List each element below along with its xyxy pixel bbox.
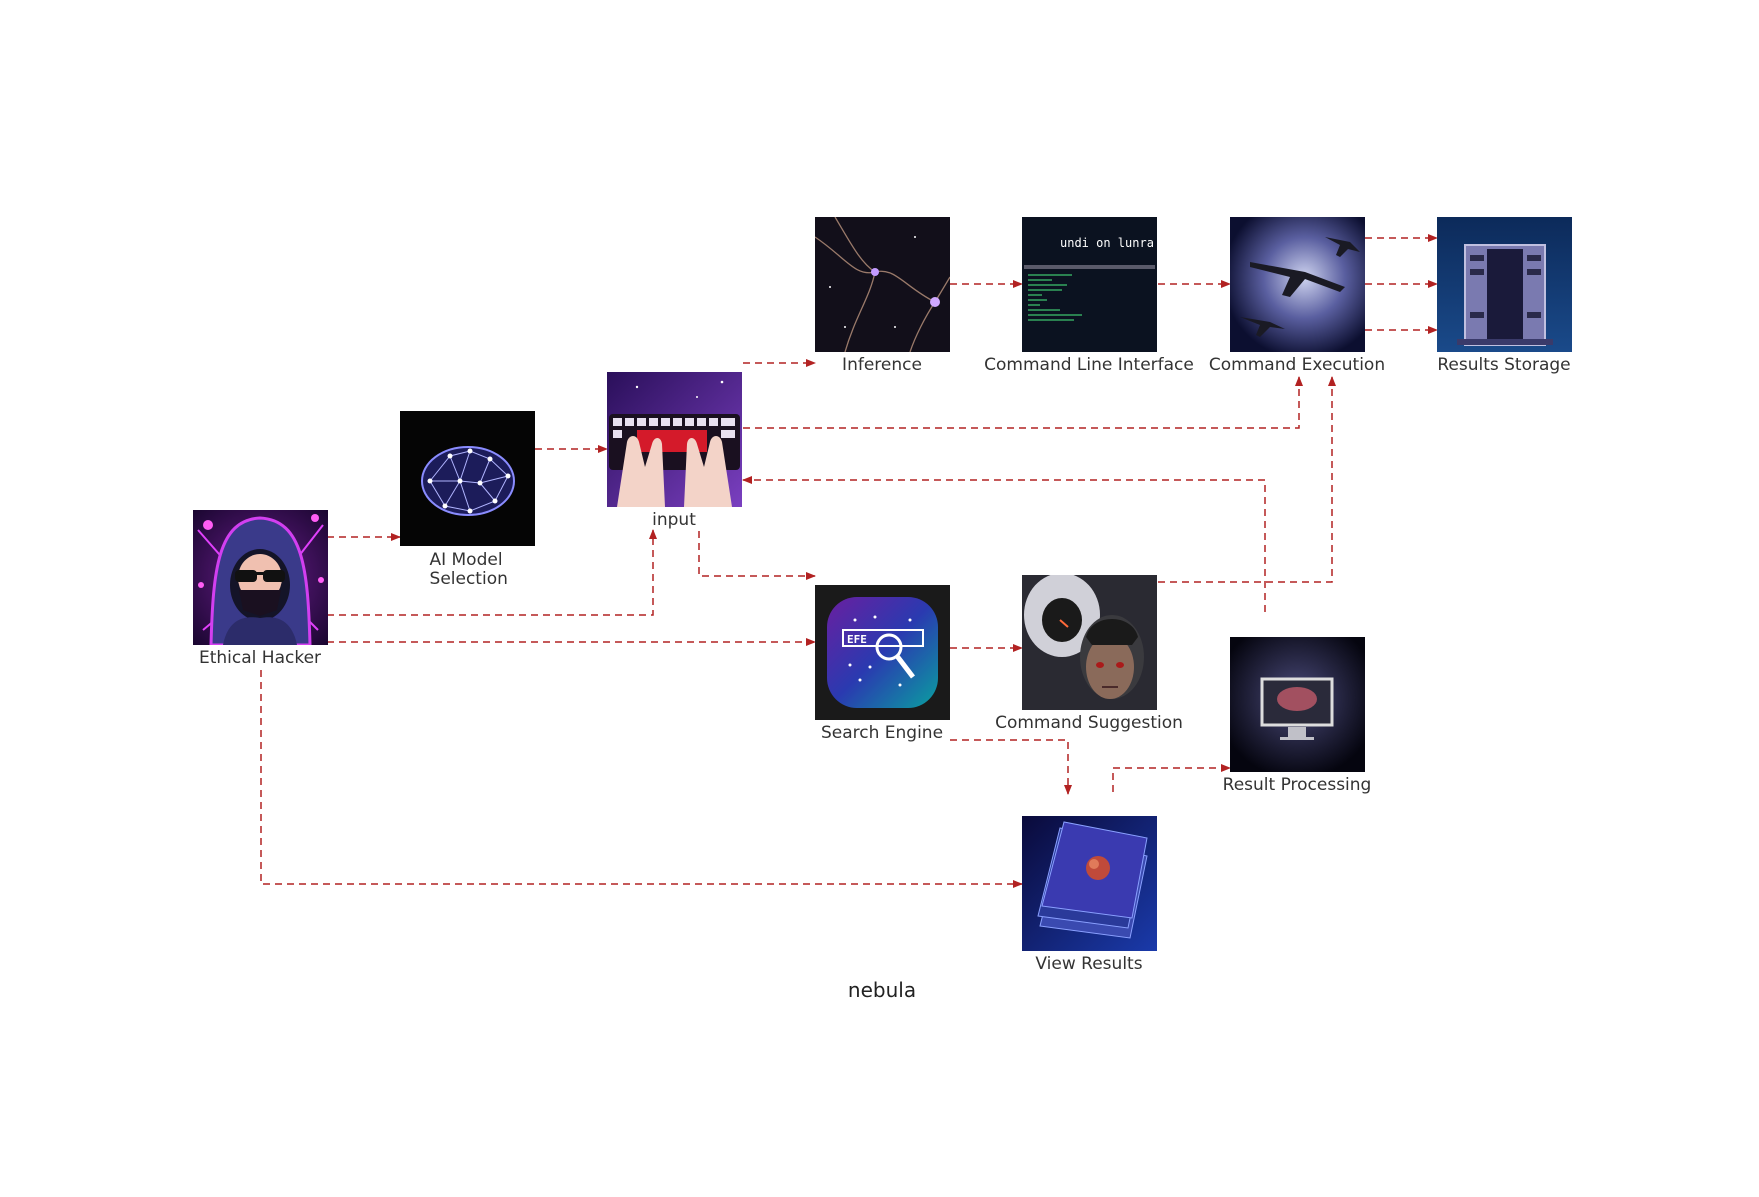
edge-input-to-search-engine <box>698 531 816 580</box>
edge-input-to-command-execution <box>743 376 1303 429</box>
command-execution-label: Command Execution <box>1208 355 1386 375</box>
search-engine-label: Search Engine <box>820 723 944 743</box>
android-face-icon <box>1022 575 1157 710</box>
edge-search-engine-to-view-results <box>950 739 1072 795</box>
results-storage-node <box>1437 217 1572 352</box>
brain-network-icon <box>400 411 535 546</box>
magnifying-glass-icon: EFE <box>815 585 950 720</box>
jet-fighters-icon <box>1230 217 1365 352</box>
cli-label: Command Line Interface <box>984 355 1194 375</box>
view-results-label: View Results <box>1035 954 1143 974</box>
input-label: input <box>652 510 696 530</box>
view-results-node <box>1022 816 1157 951</box>
edge-hacker-to-input <box>327 529 657 616</box>
ethical-hacker-node <box>193 510 328 645</box>
planet-card-stack-icon <box>1022 816 1157 951</box>
command-suggestion-label: Command Suggestion <box>995 713 1183 733</box>
result-processing-node <box>1230 637 1365 772</box>
inference-label: Inference <box>842 355 922 375</box>
diagram-title: nebula <box>847 978 917 1002</box>
neuron-network-icon <box>815 217 950 352</box>
ai-model-selection-label-line1: AI Model <box>429 550 503 570</box>
results-storage-label: Results Storage <box>1437 355 1571 375</box>
hooded-hacker-icon <box>193 510 328 645</box>
result-processing-label: Result Processing <box>1222 775 1372 795</box>
search-engine-node: EFE <box>815 585 950 720</box>
edge-command-suggestion-to-command-execution <box>1158 376 1336 583</box>
desktop-monitor-icon <box>1230 637 1365 772</box>
terminal-screen-icon: undi on lunra <box>1022 217 1157 352</box>
search-icon-text: EFE <box>847 633 867 646</box>
ethical-hacker-label: Ethical Hacker <box>198 648 322 668</box>
ai-model-selection-label-line2: Selection <box>424 569 508 589</box>
terminal-screen-text: undi on lunra <box>1060 236 1154 250</box>
ai-model-selection-label: AI Model Selection <box>424 550 508 589</box>
input-node <box>607 372 742 507</box>
cli-node: undi on lunra <box>1022 217 1157 352</box>
inference-node <box>815 217 950 352</box>
edge-hacker-to-view-results <box>260 670 1023 888</box>
command-execution-node <box>1230 217 1365 352</box>
edge-result-processing-to-input <box>742 476 1266 612</box>
edge-view-results-to-result-processing <box>1112 764 1231 792</box>
keyboard-hands-icon <box>607 372 742 507</box>
ai-model-selection-node <box>400 411 535 546</box>
server-cabinet-icon <box>1437 217 1572 352</box>
command-suggestion-node <box>1022 575 1157 710</box>
